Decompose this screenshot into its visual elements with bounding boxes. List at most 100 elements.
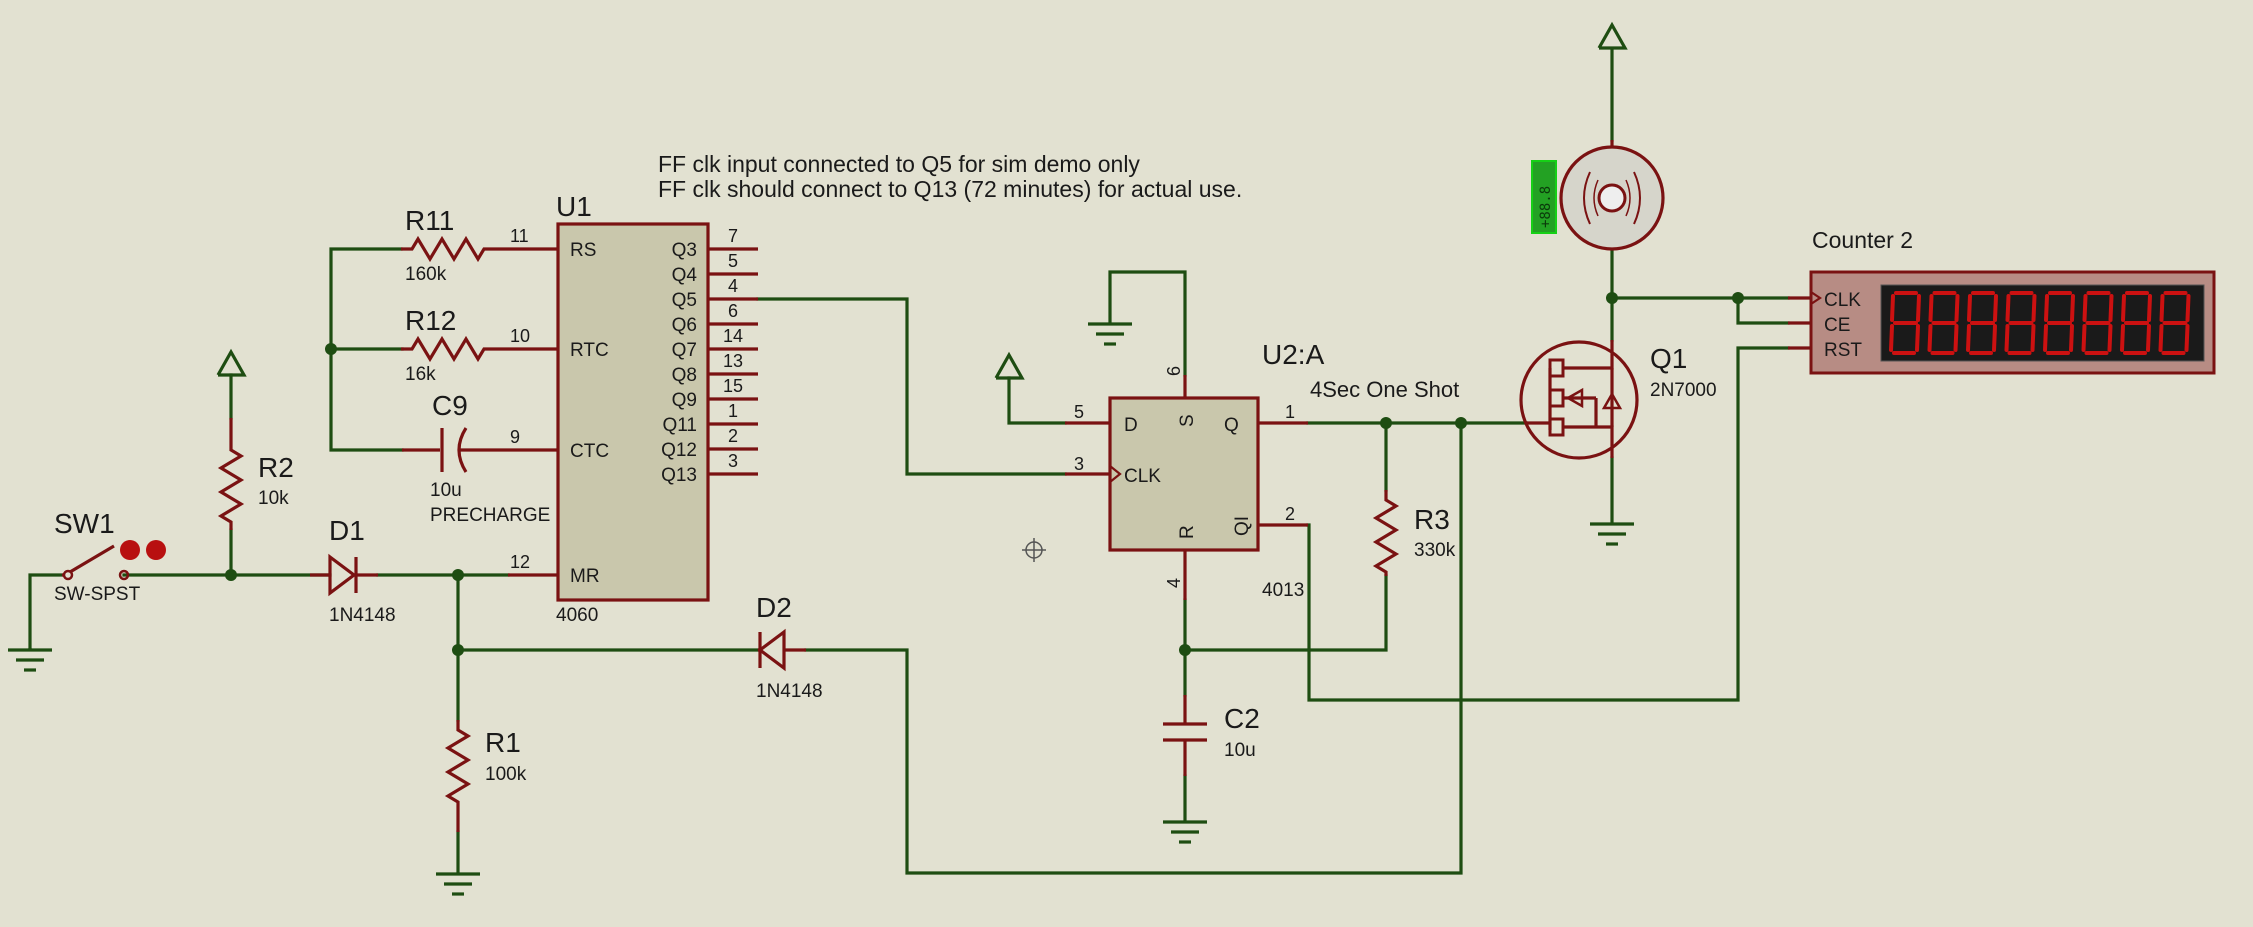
capacitor-c2[interactable]: C2 10u [1163, 695, 1260, 776]
u2-num-q: 1 [1285, 402, 1295, 422]
u1-part: 4060 [556, 605, 598, 626]
r12-value: 16k [405, 364, 436, 385]
q1-value: 2N7000 [1650, 380, 1717, 401]
motor-readout-text: +88.8 [1538, 186, 1554, 228]
u2-caption: 4Sec One Shot [1310, 377, 1459, 402]
c9-ref: C9 [432, 390, 468, 421]
u1-pin-mr: MR [570, 566, 600, 587]
ground-symbol [1088, 322, 1132, 346]
c9-value: 10u [430, 480, 462, 501]
digit-segment [2121, 294, 2126, 322]
counter-digit [1889, 291, 1921, 355]
power-arrow-icon [216, 348, 247, 377]
digit-segment [1954, 294, 1960, 322]
digit-segment [2082, 294, 2088, 322]
digit-segment [2158, 324, 2164, 352]
switch-sw1[interactable]: SW1 SW-SPST [54, 508, 166, 605]
counter-digit [1966, 291, 1998, 355]
digit-segment [2107, 324, 2113, 352]
digit-segment [2031, 294, 2037, 322]
c2-value: 10u [1224, 740, 1256, 761]
u1-pin-num: 14 [723, 326, 743, 346]
chip-u2-4013[interactable]: U2:A 4Sec One Shot 4013 D CLK Q S R QI 5… [1065, 339, 1459, 601]
counter-2[interactable]: Counter 2 CLK CE RST [1788, 227, 2216, 375]
c9-extra: PRECHARGE [430, 505, 550, 526]
digit-segment [2004, 324, 2010, 352]
digit-segment [1993, 294, 1998, 322]
capacitor-c9[interactable]: C9 10u PRECHARGE [402, 390, 558, 526]
counter-pin-clk: CLK [1824, 290, 1861, 311]
counter-pin-ce: CE [1824, 315, 1850, 336]
resistor-r11[interactable]: R11 160k [401, 205, 558, 285]
digit-segment [2069, 324, 2074, 352]
digit-segment [1889, 324, 1894, 352]
digit-segment [2081, 324, 2087, 352]
digit-segment [2185, 294, 2191, 322]
digit-segment [2184, 324, 2190, 352]
ground-symbol [1163, 820, 1207, 844]
digit-segment [1927, 324, 1933, 352]
motor[interactable]: +88.8 [1531, 140, 1665, 251]
resistor-r1[interactable]: R1 100k [444, 720, 527, 832]
digit-segment [1928, 294, 1934, 322]
u1-pin-q4: Q4 [672, 265, 698, 286]
diode-d2[interactable]: D2 1N4148 [756, 592, 823, 702]
c2-ref: C2 [1224, 703, 1260, 734]
digit-segment [2108, 294, 2114, 322]
u1-pin-q7: Q7 [672, 340, 697, 361]
u2-pin-d: D [1124, 415, 1138, 436]
u1-pin-num: 3 [728, 451, 738, 471]
resistor-r12[interactable]: R12 16k [401, 305, 558, 385]
counter-digit [2043, 291, 2075, 355]
digit-segment [2043, 324, 2048, 352]
u1-pin-num: 9 [510, 427, 520, 447]
counter-digit [2120, 291, 2152, 355]
digit-segment [2044, 294, 2049, 322]
power-arrow-icon [994, 351, 1025, 380]
u1-pin-q12: Q12 [661, 440, 697, 461]
u1-pin-rs: RS [570, 240, 596, 261]
u2-num-d: 5 [1074, 402, 1084, 422]
u1-pin-num: 5 [728, 251, 738, 271]
u1-pin-num: 1 [728, 401, 738, 421]
resistor-r2[interactable]: R2 10k [217, 418, 294, 530]
digit-segment [2120, 324, 2125, 352]
u1-pin-q8: Q8 [672, 365, 697, 386]
u1-pin-q13: Q13 [661, 465, 697, 486]
counter-pin-rst: RST [1824, 340, 1862, 361]
u1-ref: U1 [556, 191, 592, 222]
digit-segment [1916, 294, 1921, 322]
junctions [225, 292, 1744, 656]
motor-speed-readout [1531, 160, 1557, 234]
digit-segment [2159, 294, 2165, 322]
q1-ref: Q1 [1650, 343, 1687, 374]
digit-segment [1967, 294, 1972, 322]
u1-pin-num: 4 [728, 276, 738, 296]
mosfet-q1[interactable]: Q1 2N7000 [1519, 340, 1717, 460]
u2-pin-s: S [1177, 414, 1198, 427]
counter-digit [2004, 291, 2037, 355]
counter-digit [1927, 291, 1960, 355]
note-line-2: FF clk should connect to Q13 (72 minutes… [658, 176, 1242, 202]
diode-d1[interactable]: D1 1N4148 [310, 515, 396, 626]
u1-pin-num: 2 [728, 426, 738, 446]
digit-segment [2005, 294, 2011, 322]
resistor-r3[interactable]: R3 330k [1372, 490, 1456, 576]
u1-pin-ctc: CTC [570, 441, 609, 462]
u1-pin-q9: Q9 [672, 390, 697, 411]
u2-num-s: 6 [1164, 366, 1184, 376]
counter-digit [2081, 291, 2114, 355]
sw1-value: SW-SPST [54, 584, 141, 605]
r1-value: 100k [485, 764, 527, 785]
u1-pin-num: 6 [728, 301, 738, 321]
u1-pin-num: 13 [723, 351, 743, 371]
d1-value: 1N4148 [329, 605, 396, 626]
d2-value: 1N4148 [756, 681, 823, 702]
r2-value: 10k [258, 488, 289, 509]
digit-segment [1953, 324, 1959, 352]
digit-segment [2030, 324, 2036, 352]
